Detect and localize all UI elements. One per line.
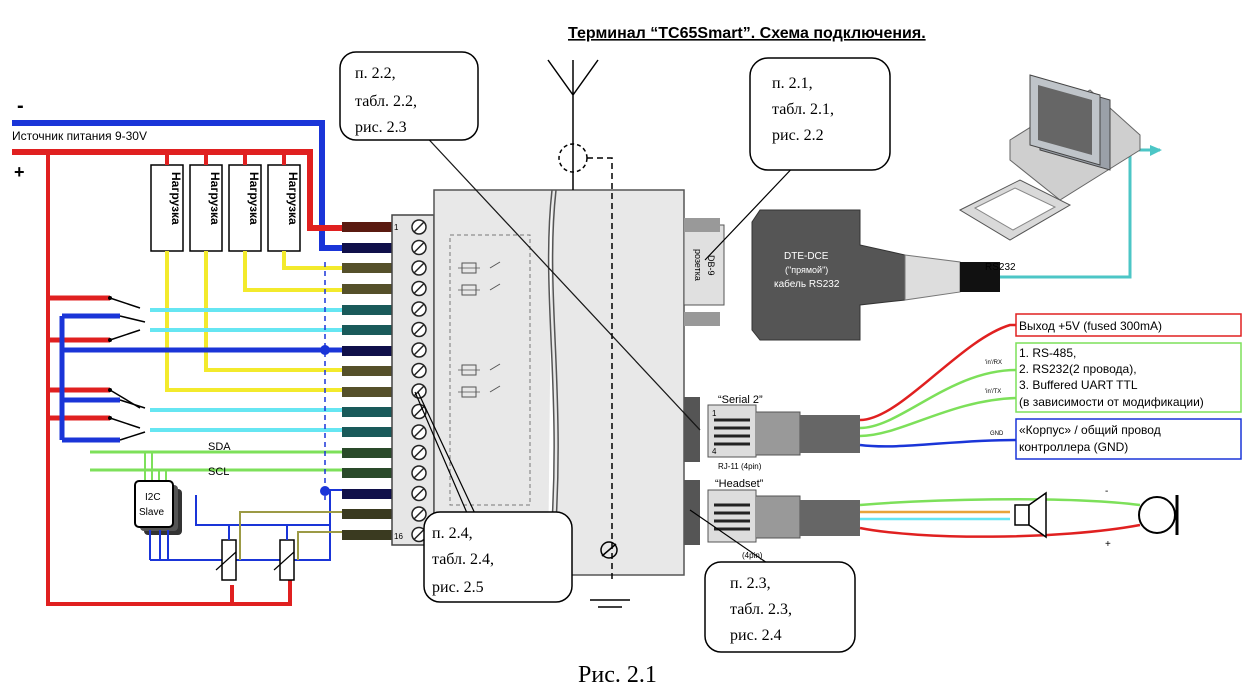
load-label-1: Нагрузка (169, 172, 183, 225)
output-box-1: Выход +5V (fused 300mA) (1019, 319, 1162, 333)
serial2-pin-1: 1 (712, 409, 717, 418)
terminal-pin-last: 16 (394, 532, 403, 541)
load-label-3: Нагрузка (247, 172, 261, 225)
db9-connector: DB-9 розетка (683, 218, 725, 326)
serial2-wires (859, 323, 1017, 448)
headset-rj-label: (4pin) (742, 551, 763, 560)
scl-label: SCL (208, 466, 229, 478)
headset-label: “Headset” (715, 478, 764, 490)
antenna-icon (547, 59, 630, 608)
headset-connector: “Headset” (4pin) (684, 478, 860, 560)
callout-2-3-line-3: рис. 2.4 (730, 627, 782, 644)
serial2-pin-4: 4 (712, 447, 717, 456)
mic-plus: + (1105, 539, 1111, 550)
plus-rail (12, 149, 346, 231)
loads: Нагрузка Нагрузка Нагрузка Нагрузка (150, 152, 301, 252)
screw-slot (413, 426, 425, 438)
callout-2-3-line-1: п. 2.3, (730, 575, 771, 592)
output-box-3-line-1: «Корпус» / общий провод (1019, 423, 1161, 437)
headset-wires (859, 497, 1141, 538)
figure-caption: Рис. 2.1 (578, 662, 657, 688)
screw-slot (413, 241, 425, 254)
callout-2-2-line-3: рис. 2.3 (355, 119, 407, 136)
screw-slot (413, 262, 425, 274)
power-source-label: Источник питания 9-30V (12, 129, 147, 143)
load-label-4: Нагрузка (286, 172, 300, 225)
callout-2-3-line-2: табл. 2.3, (730, 601, 792, 618)
serial-cable: DTE-DCE ("прямой") кабель RS232 RS232 (751, 145, 1162, 341)
serial2-connector: “Serial 2” 1 4 RJ-11 (4pin) (684, 394, 860, 471)
wire-tag-gnd: GND (990, 431, 1004, 437)
computer-icon (958, 74, 1141, 241)
callout-2-1-line-3: рис. 2.2 (772, 127, 824, 144)
plus-left-rail (46, 152, 292, 606)
screw-slot (413, 221, 425, 233)
terminal-block: 1 16 (391, 214, 435, 546)
output-box-2-line-3: 3. Buffered UART TTL (1019, 378, 1138, 392)
screw-slot (413, 467, 425, 479)
callout-2-1-line-1: п. 2.1, (772, 75, 813, 92)
output-box-2-line-2: 2. RS232(2 провода), (1019, 362, 1137, 376)
output-box-2-line-4: (в зависимости от модификации) (1019, 395, 1204, 409)
output-boxes: Выход +5V (fused 300mA) 1. RS-485, 2. RS… (1015, 313, 1242, 460)
serial2-label: “Serial 2” (718, 394, 763, 406)
screw-slot (413, 446, 425, 459)
power-supply: - + Источник питания 9-30V (12, 95, 346, 606)
serial2-rj-label: RJ-11 (4pin) (718, 462, 762, 471)
minus-sign: - (17, 95, 24, 117)
input-wires (48, 295, 346, 443)
screw-slot (413, 282, 425, 295)
rs232-label: RS232 (985, 262, 1016, 273)
cable-label-2: ("прямой") (785, 265, 828, 275)
plus-sign: + (14, 162, 25, 182)
screw-slot (413, 364, 425, 377)
i2c-label-2: Slave (139, 507, 164, 518)
callout-2-3: п. 2.3, табл. 2.3, рис. 2.4 (689, 509, 856, 653)
wire-tag-tx: 'in'/TX (985, 389, 1001, 395)
load-wires (165, 251, 346, 392)
i2c-label-1: I2C (145, 492, 161, 503)
callout-2-4-line-1: п. 2.4, (432, 525, 473, 542)
screw-slot (413, 528, 425, 541)
callout-2-2-line-1: п. 2.2, (355, 65, 396, 82)
cable-label-1: DTE-DCE (784, 251, 829, 262)
screw-slot (413, 344, 425, 356)
sda-label: SDA (208, 441, 231, 453)
output-box-2-line-1: 1. RS-485, (1019, 346, 1076, 360)
i2c-bus: SDA SCL I2C Slave (90, 441, 346, 561)
screw-slot (413, 508, 425, 520)
callout-2-2-line-2: табл. 2.2, (355, 93, 417, 110)
mic-minus: - (1105, 486, 1108, 497)
terminal-pin-first: 1 (394, 223, 399, 232)
screw-slot (413, 323, 425, 336)
wire-stubs (342, 222, 392, 540)
callout-2-1-line-2: табл. 2.1, (772, 101, 834, 118)
potentiometers (215, 511, 346, 581)
callout-2-4-line-3: рис. 2.5 (432, 579, 484, 596)
load-label-2: Нагрузка (208, 172, 222, 225)
callout-2-2: п. 2.2, табл. 2.2, рис. 2.3 (339, 51, 701, 431)
output-box-3-line-2: контроллера (GND) (1019, 440, 1128, 454)
db9-label-1: DB-9 (706, 255, 716, 276)
microphone-icon: - + (1105, 486, 1179, 550)
minus-rail (12, 120, 346, 251)
db9-label-2: розетка (693, 249, 703, 281)
screw-slot (413, 303, 425, 315)
callout-2-4-line-2: табл. 2.4, (432, 551, 494, 568)
wire-tag-rx: 'in'/RX (985, 360, 1002, 366)
diagram-title: Терминал “TC65Smart”. Схема подключения. (568, 25, 926, 42)
callout-2-4: п. 2.4, табл. 2.4, рис. 2.5 (414, 391, 573, 603)
screw-slot (413, 487, 425, 500)
callout-2-1: п. 2.1, табл. 2.1, рис. 2.2 (704, 57, 891, 261)
speaker-icon (1014, 491, 1047, 539)
cable-label-3: кабель RS232 (774, 278, 840, 290)
device-body (433, 189, 685, 576)
